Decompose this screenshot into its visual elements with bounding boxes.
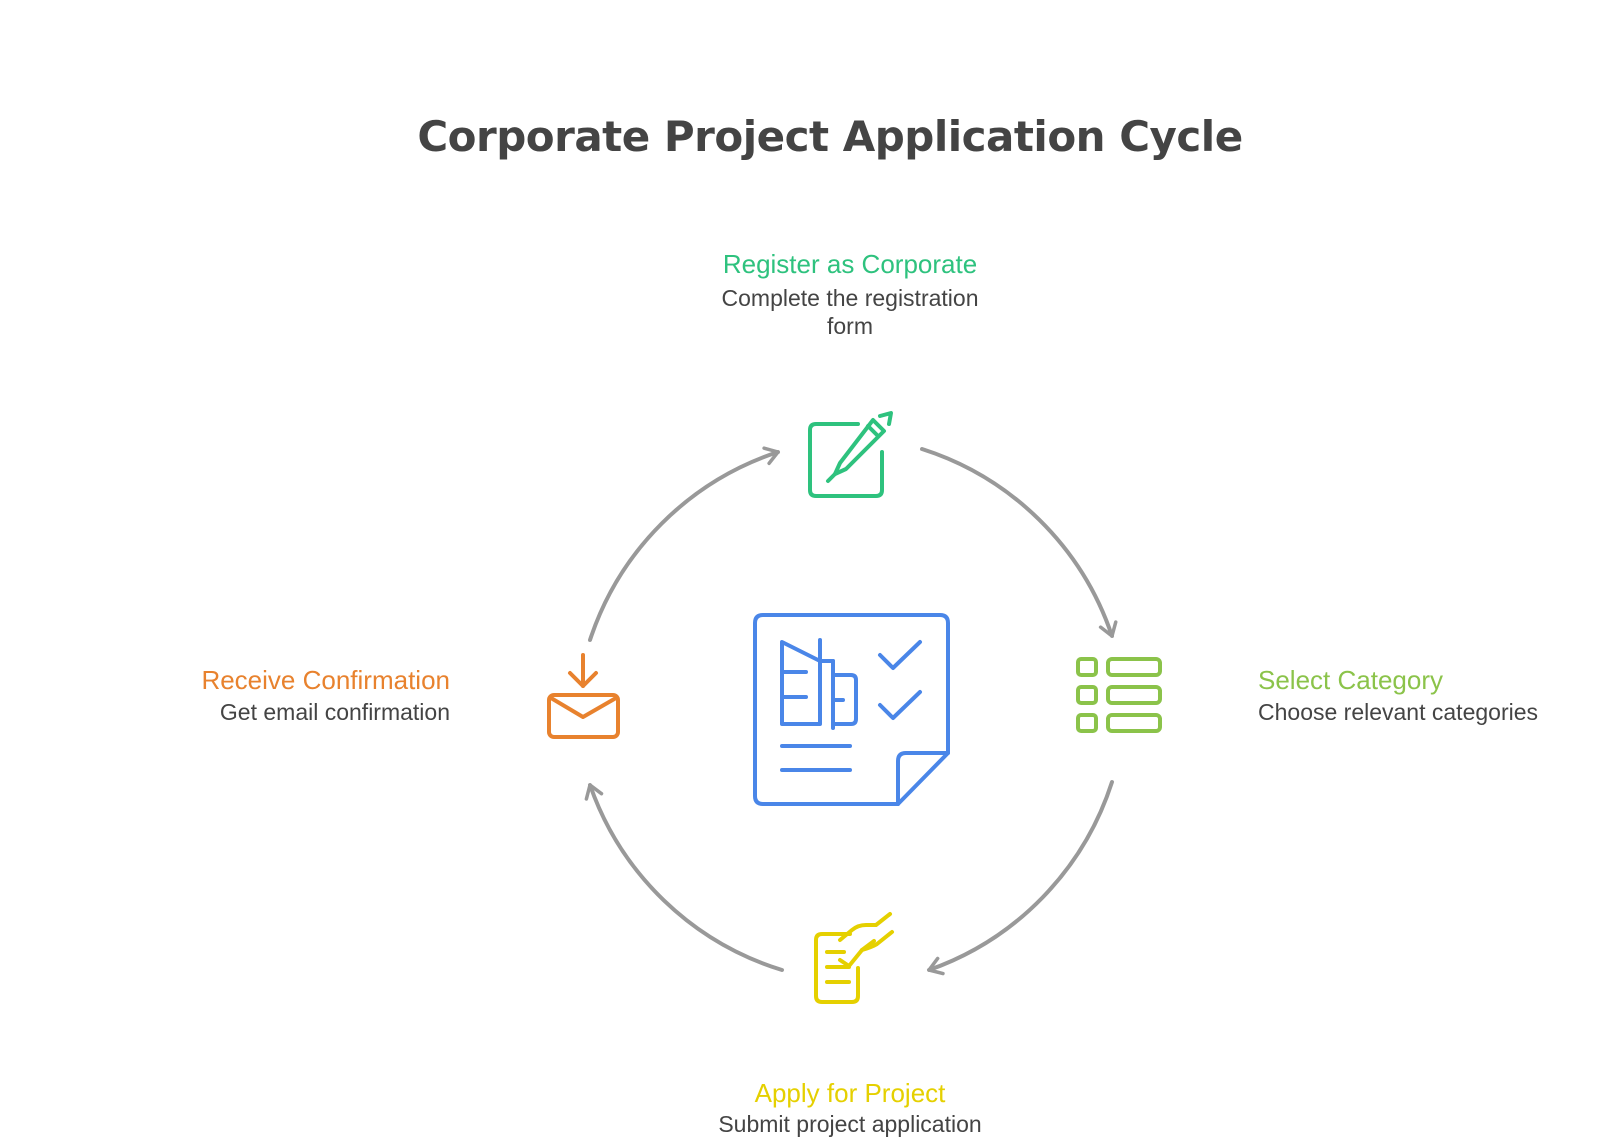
- step-apply-title: Apply for Project: [754, 1078, 946, 1108]
- category-list-icon: [1076, 657, 1162, 733]
- step-apply-description: Submit project application: [718, 1111, 982, 1137]
- step-select-description: Choose relevant categories: [1258, 699, 1538, 725]
- step-receive-title: Receive Confirmation: [201, 665, 450, 695]
- mail-download-icon: [547, 653, 620, 739]
- step-register-title: Register as Corporate: [722, 249, 978, 279]
- step-register-description: Complete the registration form: [721, 285, 979, 339]
- arrow-select-to-apply: [927, 780, 1114, 976]
- hand-document-icon: [814, 912, 894, 1004]
- page-title: Corporate Project Application Cycle: [417, 112, 1243, 161]
- document-checklist-icon: [753, 613, 950, 806]
- cycle-arrows: [584, 446, 1118, 976]
- arrow-apply-to-receive: [584, 783, 784, 972]
- step-select-title: Select Category: [1258, 665, 1443, 695]
- arrow-register-to-select: [920, 447, 1118, 638]
- arrow-receive-to-register: [588, 446, 780, 642]
- edit-pencil-icon: [808, 411, 893, 498]
- step-receive-description: Get email confirmation: [219, 699, 450, 725]
